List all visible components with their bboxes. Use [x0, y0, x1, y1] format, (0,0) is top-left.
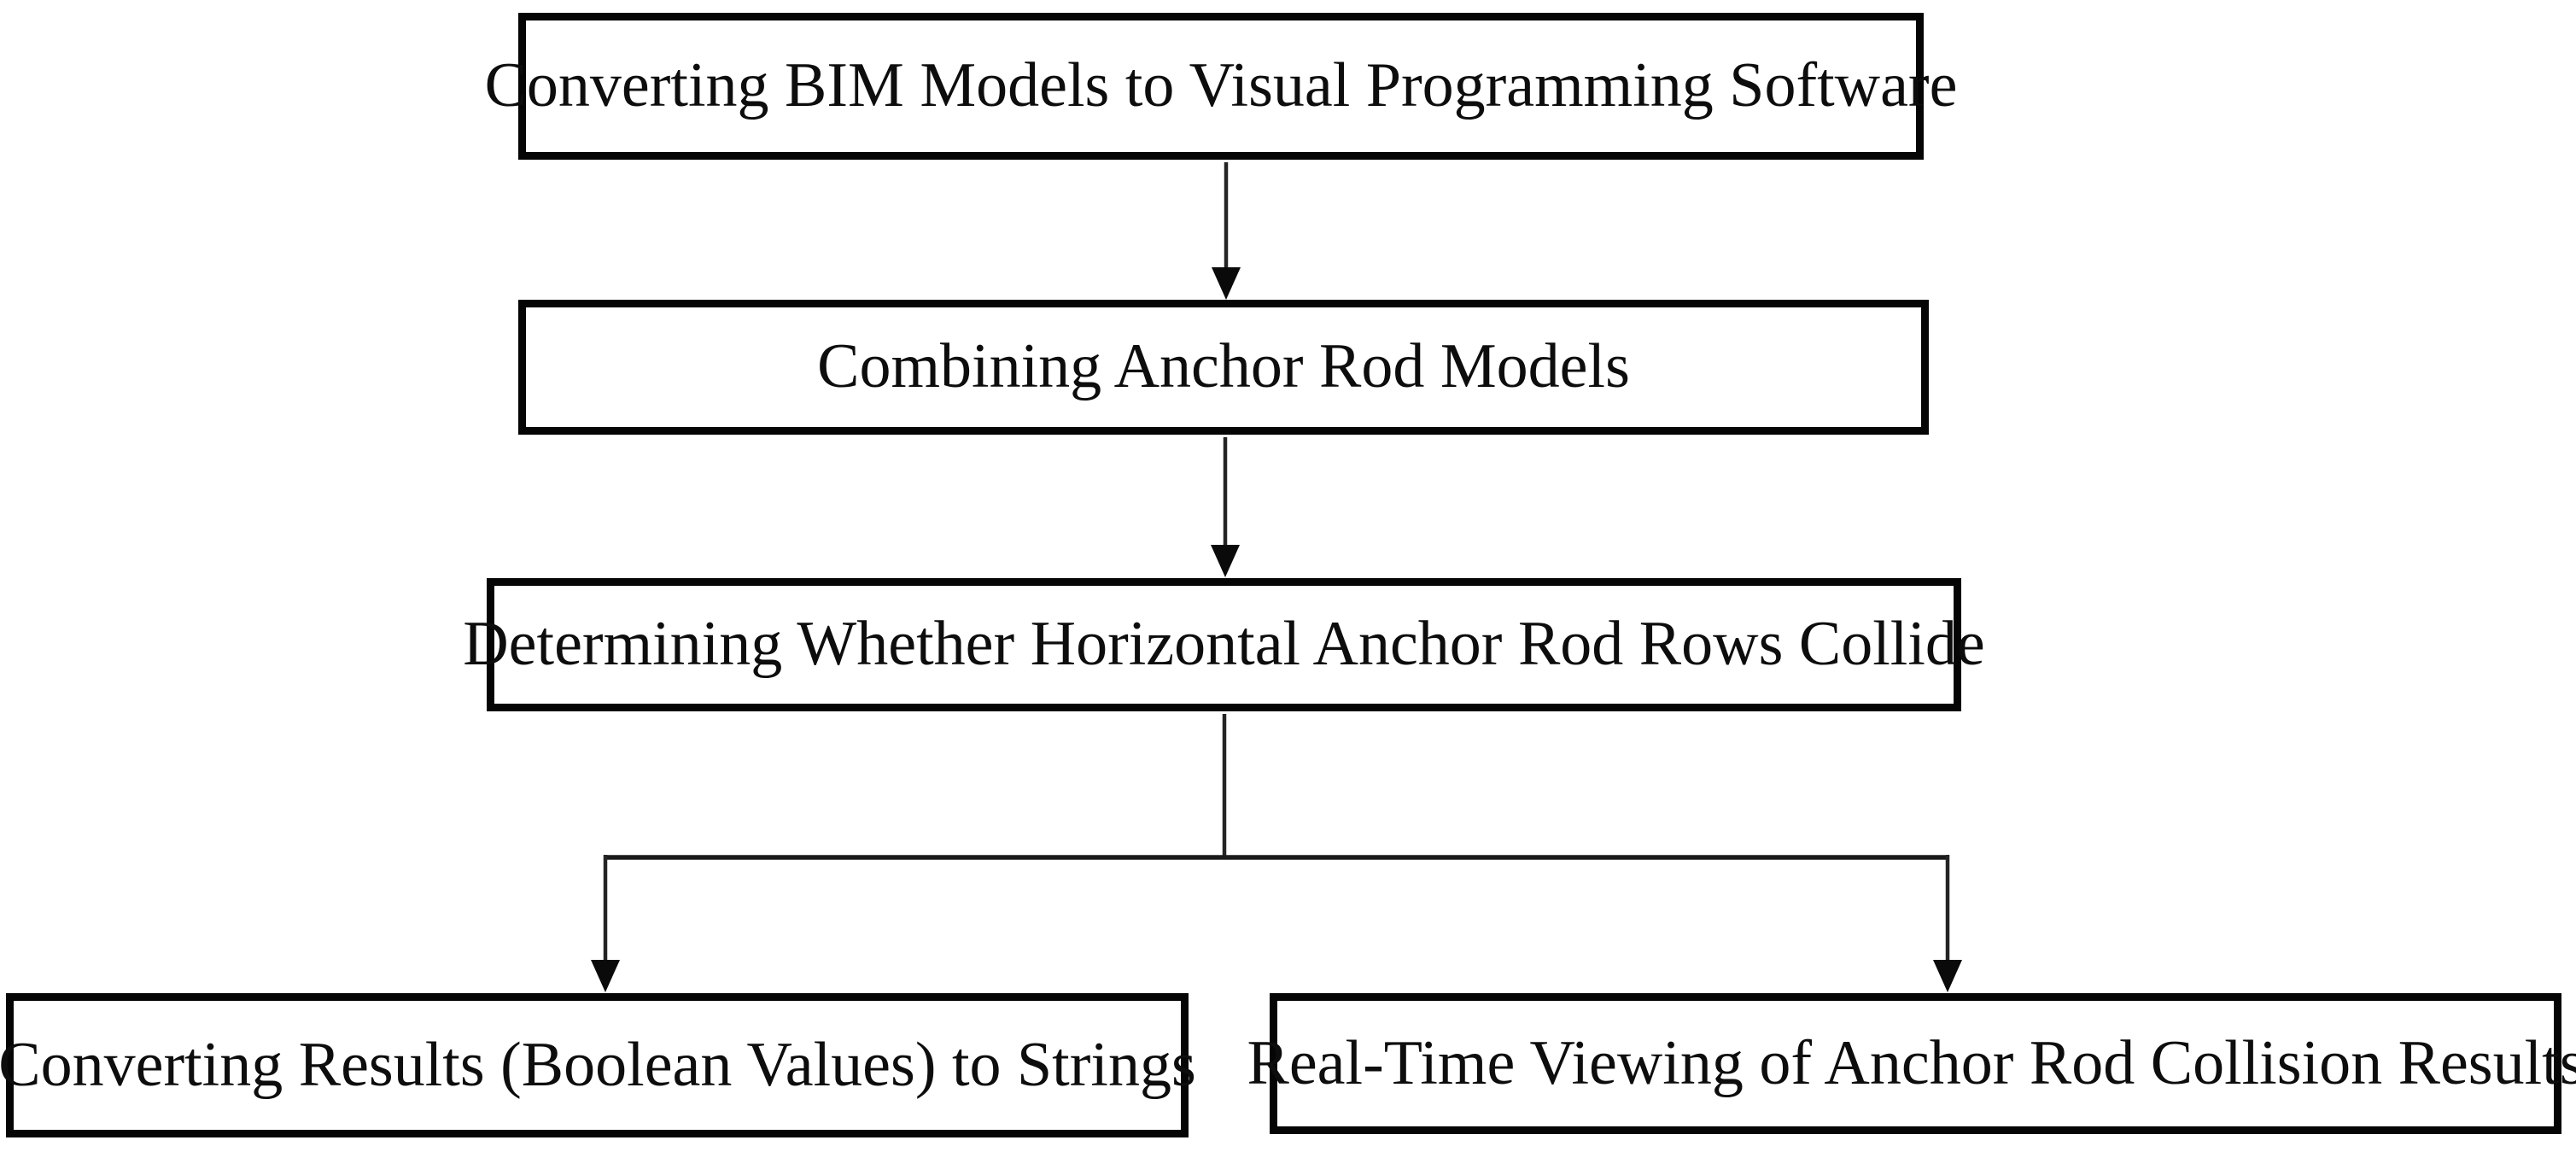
- flow-node-label: Determining Whether Horizontal Anchor Ro…: [463, 609, 1985, 680]
- arrow-down-icon: [591, 960, 620, 992]
- flow-node-convert-results: Converting Results (Boolean Values) to S…: [0, 993, 1196, 1137]
- flow-node-combine-rods: Combining Anchor Rod Models: [518, 300, 1929, 435]
- flow-node-realtime-view: Real-Time Viewing of Anchor Rod Collisio…: [1247, 993, 2576, 1134]
- flow-node-label: Converting Results (Boolean Values) to S…: [0, 1029, 1196, 1100]
- flow-node-label: Combining Anchor Rod Models: [817, 331, 1630, 402]
- flow-node-label: Real-Time Viewing of Anchor Rod Collisio…: [1247, 1027, 2576, 1098]
- arrow-down-icon: [1933, 960, 1962, 992]
- flow-node-label: Converting BIM Models to Visual Programm…: [484, 50, 1958, 121]
- flow-node-determine-collide: Determining Whether Horizontal Anchor Ro…: [463, 578, 1985, 711]
- arrow-down-icon: [1212, 267, 1241, 300]
- arrow-down-icon: [1211, 545, 1240, 577]
- flow-node-convert-bim: Converting BIM Models to Visual Programm…: [485, 13, 1957, 160]
